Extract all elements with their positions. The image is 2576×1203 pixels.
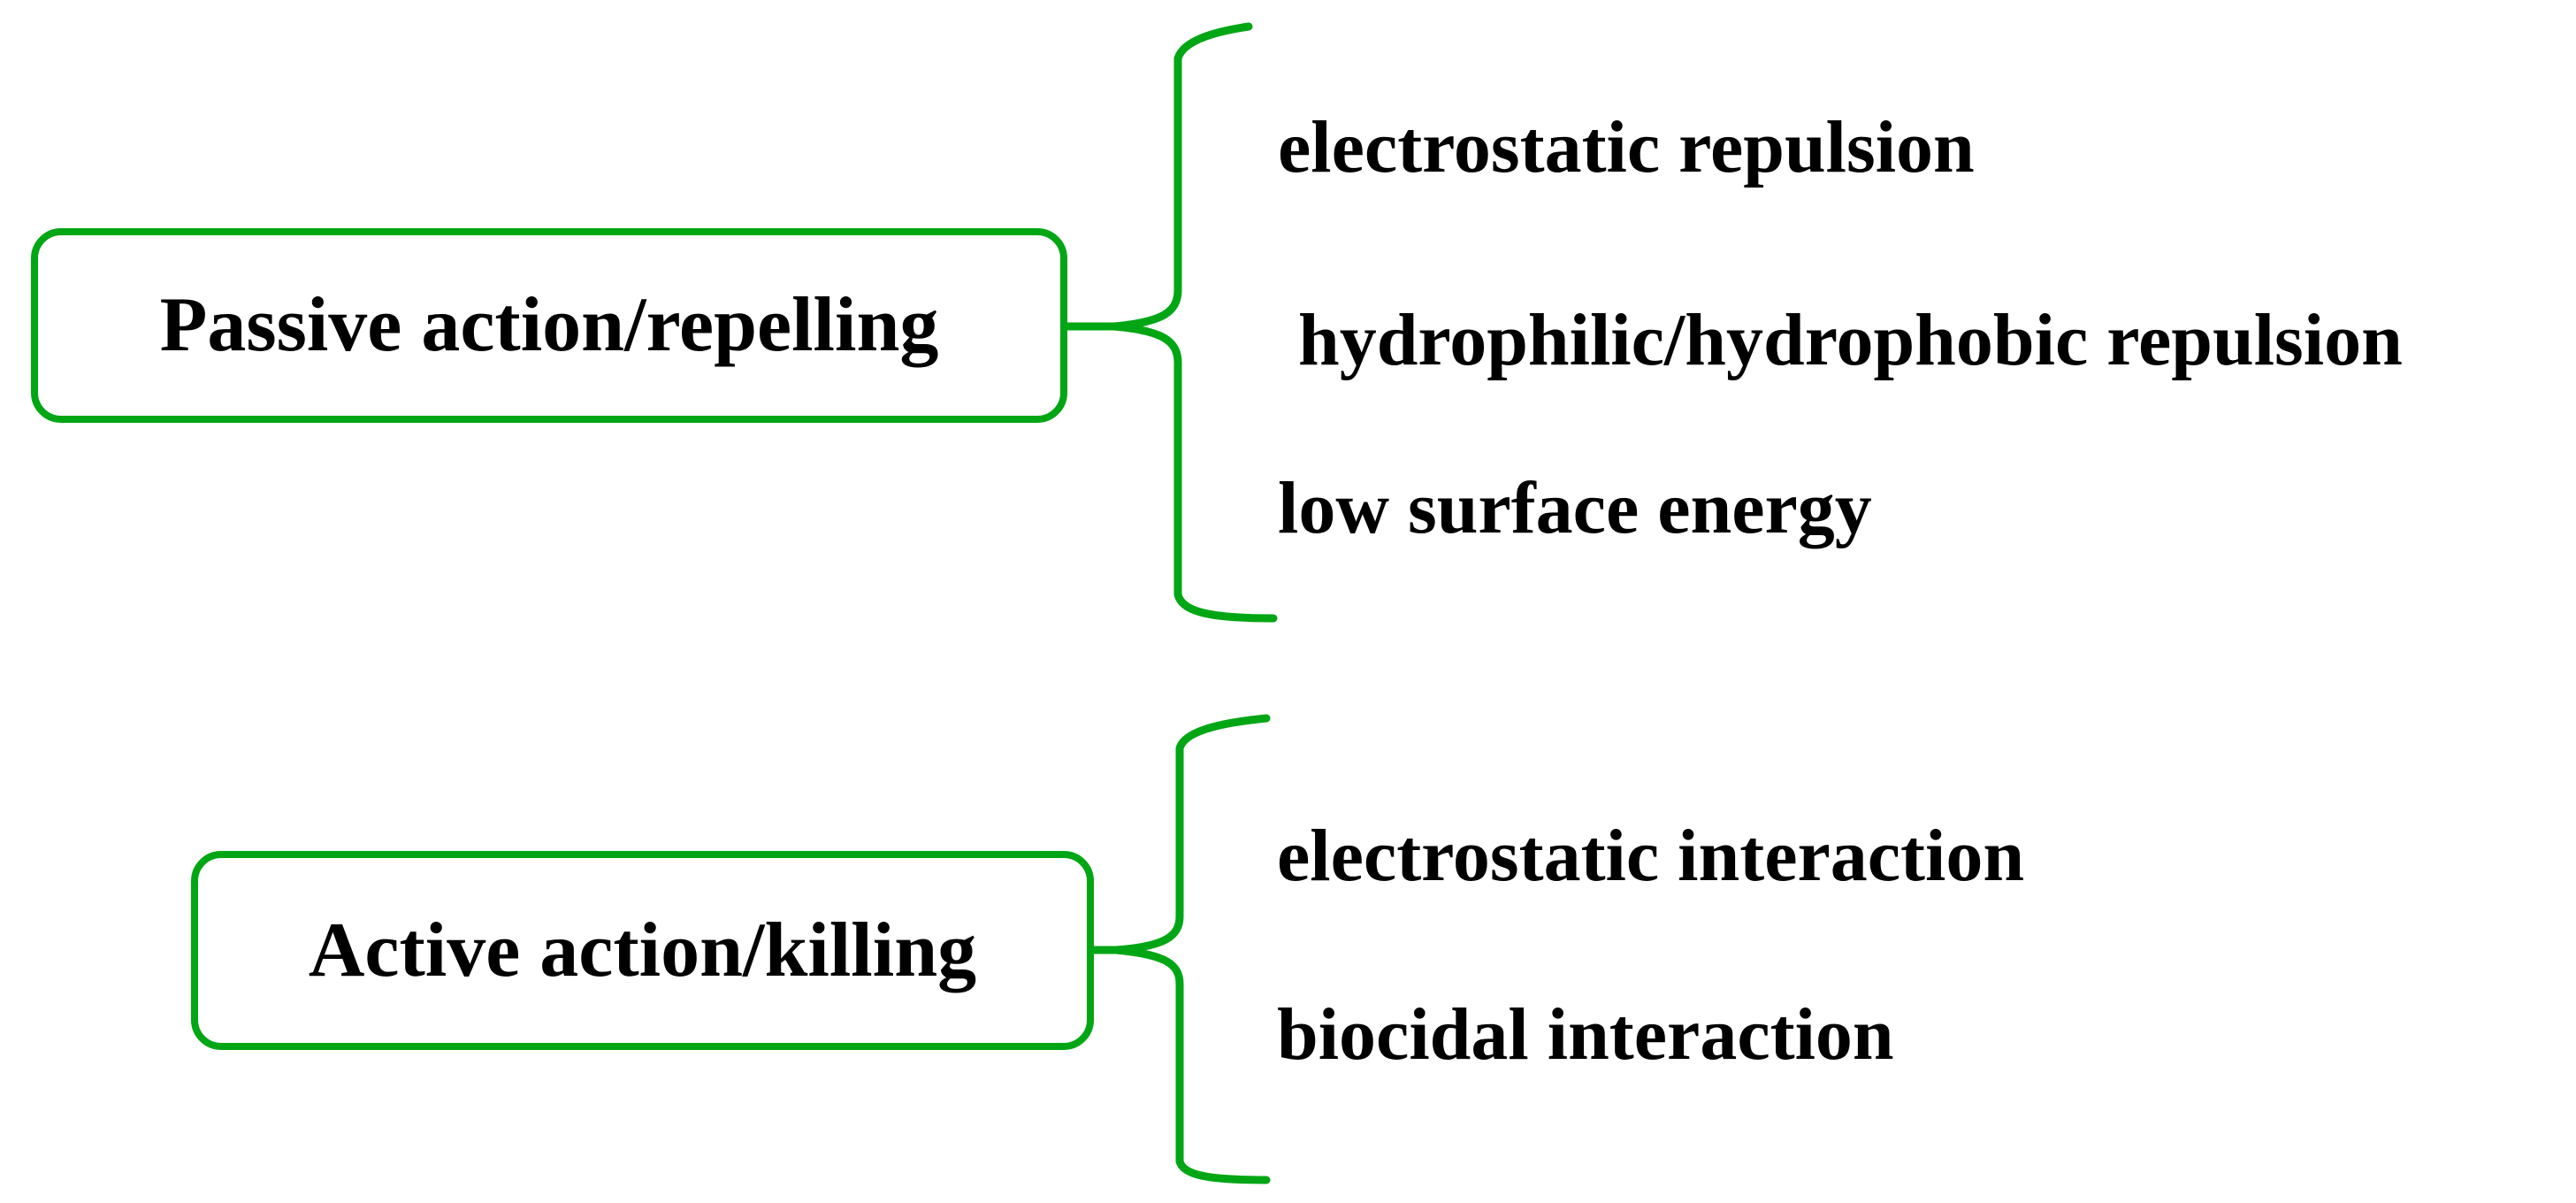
- passive-action-label: Passive action/repelling: [159, 282, 939, 368]
- active-item-electrostatic-interaction: electrostatic interaction: [1277, 815, 2025, 897]
- passive-item-low-surface-energy: low surface energy: [1278, 467, 1872, 549]
- passive-item-hydrophilic-hydrophobic-repulsion: hydrophilic/hydrophobic repulsion: [1298, 299, 2403, 381]
- passive-action-box: Passive action/repelling: [31, 228, 1067, 423]
- active-item-biocidal-interaction: biocidal interaction: [1277, 993, 1894, 1076]
- active-brace: [1112, 714, 1271, 1184]
- passive-item-electrostatic-repulsion: electrostatic repulsion: [1278, 106, 1975, 188]
- active-action-box: Active action/killing: [191, 851, 1094, 1050]
- active-action-label: Active action/killing: [308, 907, 977, 993]
- passive-brace: [1110, 22, 1278, 623]
